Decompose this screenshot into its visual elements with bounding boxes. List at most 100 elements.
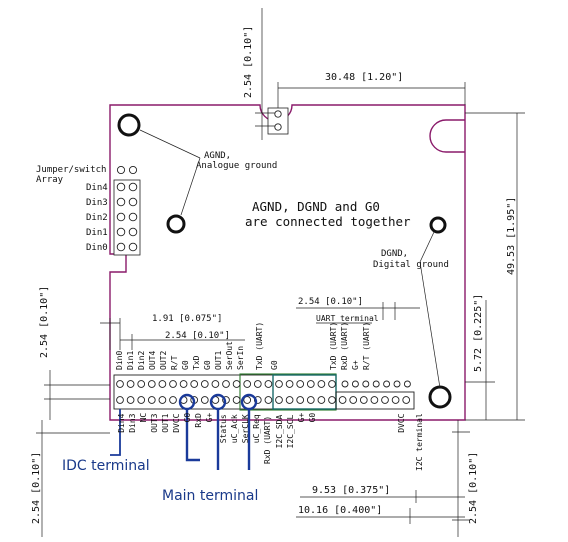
header-pin-top (158, 380, 167, 388)
header-pin-bottom (317, 396, 326, 404)
header-pin-top (179, 380, 188, 388)
bottom-pin-label: RxD (194, 413, 203, 428)
dim-top-pitch-label: 2.54 [0.10"] (243, 26, 254, 98)
dim-height-label: 49.53 [1.95"] (506, 197, 517, 275)
agnd-leader-2 (139, 129, 201, 159)
header-pin-bottom (147, 396, 156, 404)
header-pin-top (116, 380, 124, 388)
jumper-pin (116, 242, 126, 252)
dim-right-offset-label: 5.72 [0.225"] (473, 294, 484, 372)
bottom-pin-label: I2C_SCL (286, 415, 295, 449)
header-pin-bottom (232, 396, 241, 404)
jumper-pin-extra (128, 165, 138, 175)
bottom-pin-label: DVCC (172, 413, 181, 432)
dim-right-offset: 5.72 [0.225"] (465, 294, 495, 420)
dim-bottom-offset-2-label: 10.16 [0.400"] (298, 505, 382, 516)
dim-bottom-offset-1: 9.53 [0.375"] (300, 485, 465, 503)
header-pin-bottom (243, 396, 252, 404)
bottom-pin-label: SerCLK (241, 414, 250, 443)
i2c-header-outline (335, 391, 415, 410)
dim-top-pitch: 2.54 [0.10"] (243, 8, 275, 140)
dim-header-offset: 1.91 [0.075"] (100, 314, 222, 350)
jumper-pin (128, 227, 138, 237)
jumper-pin (128, 212, 138, 222)
top-pin-label: TxD (192, 355, 201, 370)
header-pin-bottom (349, 396, 358, 404)
dim-header-pitch-label: 2.54 [0.10"] (165, 331, 230, 341)
dim-left-pitch-label: 2.54 [0.10"] (39, 286, 50, 358)
jumper-pin (128, 182, 138, 192)
header-pin-top (190, 380, 199, 388)
jumper-label-2: Array (36, 175, 64, 185)
mount-hole-top-left (117, 113, 141, 137)
header-pin-bottom (306, 396, 315, 404)
uart-pin (341, 380, 349, 388)
top-pin-2 (274, 123, 282, 131)
dim-header-pitch: 2.54 [0.10"] (120, 331, 245, 350)
header-pin-bottom (391, 396, 400, 404)
uart-pin (393, 380, 401, 388)
main-terminal-label: Main terminal (162, 488, 258, 504)
bottom-pin-label: RxD (UART) (263, 416, 272, 464)
bottom-pin-label: uC_Ack (230, 414, 239, 443)
top-pin-1 (274, 110, 282, 118)
idc-terminal-label: IDC terminal (62, 458, 150, 474)
header-pin-bottom (169, 396, 177, 404)
dim-left-pitch: 2.54 [0.10"] (39, 286, 110, 420)
i2c-terminal-label: I2C terminal (415, 413, 424, 471)
jumper-label: Din2 (86, 213, 108, 223)
header-pin-bottom (126, 396, 135, 404)
top-pin-label: TxD (UART) (255, 322, 264, 370)
jumper-label: Din4 (86, 183, 108, 193)
top-pin-label: OUT4 (148, 351, 157, 370)
top-pin-label: OUT1 (214, 351, 223, 370)
header-pin-top (275, 380, 283, 388)
header-pin-top (126, 380, 135, 388)
dim-height: 49.53 [1.95"] (465, 112, 525, 421)
idc-terminal-leader (110, 409, 121, 456)
bottom-pin-label: DVCC (397, 413, 406, 432)
agnd-leader (180, 157, 201, 216)
bottom-pin-label: I2C_SDA (275, 415, 284, 449)
dim-width-label: 30.48 [1.20"] (325, 72, 403, 83)
jumper-pin (128, 197, 138, 207)
mount-hole-bottom-right (428, 385, 452, 409)
dim-bottom-left-pitch-label: 2.54 [0.10"] (31, 452, 42, 524)
header-pin-bottom (370, 396, 379, 404)
agnd-label-1: AGND, (204, 151, 231, 161)
jumper-pins (116, 182, 138, 252)
dim-width: 30.48 [1.20"] (277, 72, 466, 108)
header-pin-bottom (381, 396, 389, 404)
header-pin-bottom (158, 396, 167, 404)
connected-note-2: are connected together (245, 214, 411, 229)
connected-note-1: AGND, DGND and G0 (252, 199, 380, 214)
bottom-pin-label: G0 (183, 413, 192, 423)
bottom-pin-label: G0 (308, 413, 317, 423)
header-pin-bottom (402, 396, 411, 404)
header-pin-top (211, 380, 220, 388)
header-pin-top (296, 380, 305, 388)
top-pin-label: RxD (UART) (340, 322, 349, 370)
top-pin-label: R/T (UART) (362, 322, 371, 370)
header-pin-bottom (285, 396, 294, 404)
main-terminal-leader (185, 409, 200, 462)
top-pin-label: SerOut (225, 341, 234, 370)
top-pin-label: G0 (270, 360, 279, 370)
board-notch (429, 119, 465, 153)
jumper-pin (116, 197, 126, 207)
jumper-pin (116, 227, 126, 237)
top-pin-label: SerIn (236, 346, 245, 370)
dim-bottom-right-pitch: 2.54 [0.10"] (452, 420, 479, 537)
teal-header-box (272, 374, 337, 410)
bottom-pin-label: Status (219, 414, 228, 443)
dgnd-leader-2 (419, 261, 441, 389)
header-pin-bottom (116, 396, 124, 404)
uart-pin (403, 380, 411, 388)
header-pin-bottom (359, 396, 368, 404)
top-pin-label: G0 (203, 360, 212, 370)
header-pin-top (232, 380, 241, 388)
header-pin-top (285, 380, 294, 388)
top-pin-label: Din2 (137, 351, 146, 370)
